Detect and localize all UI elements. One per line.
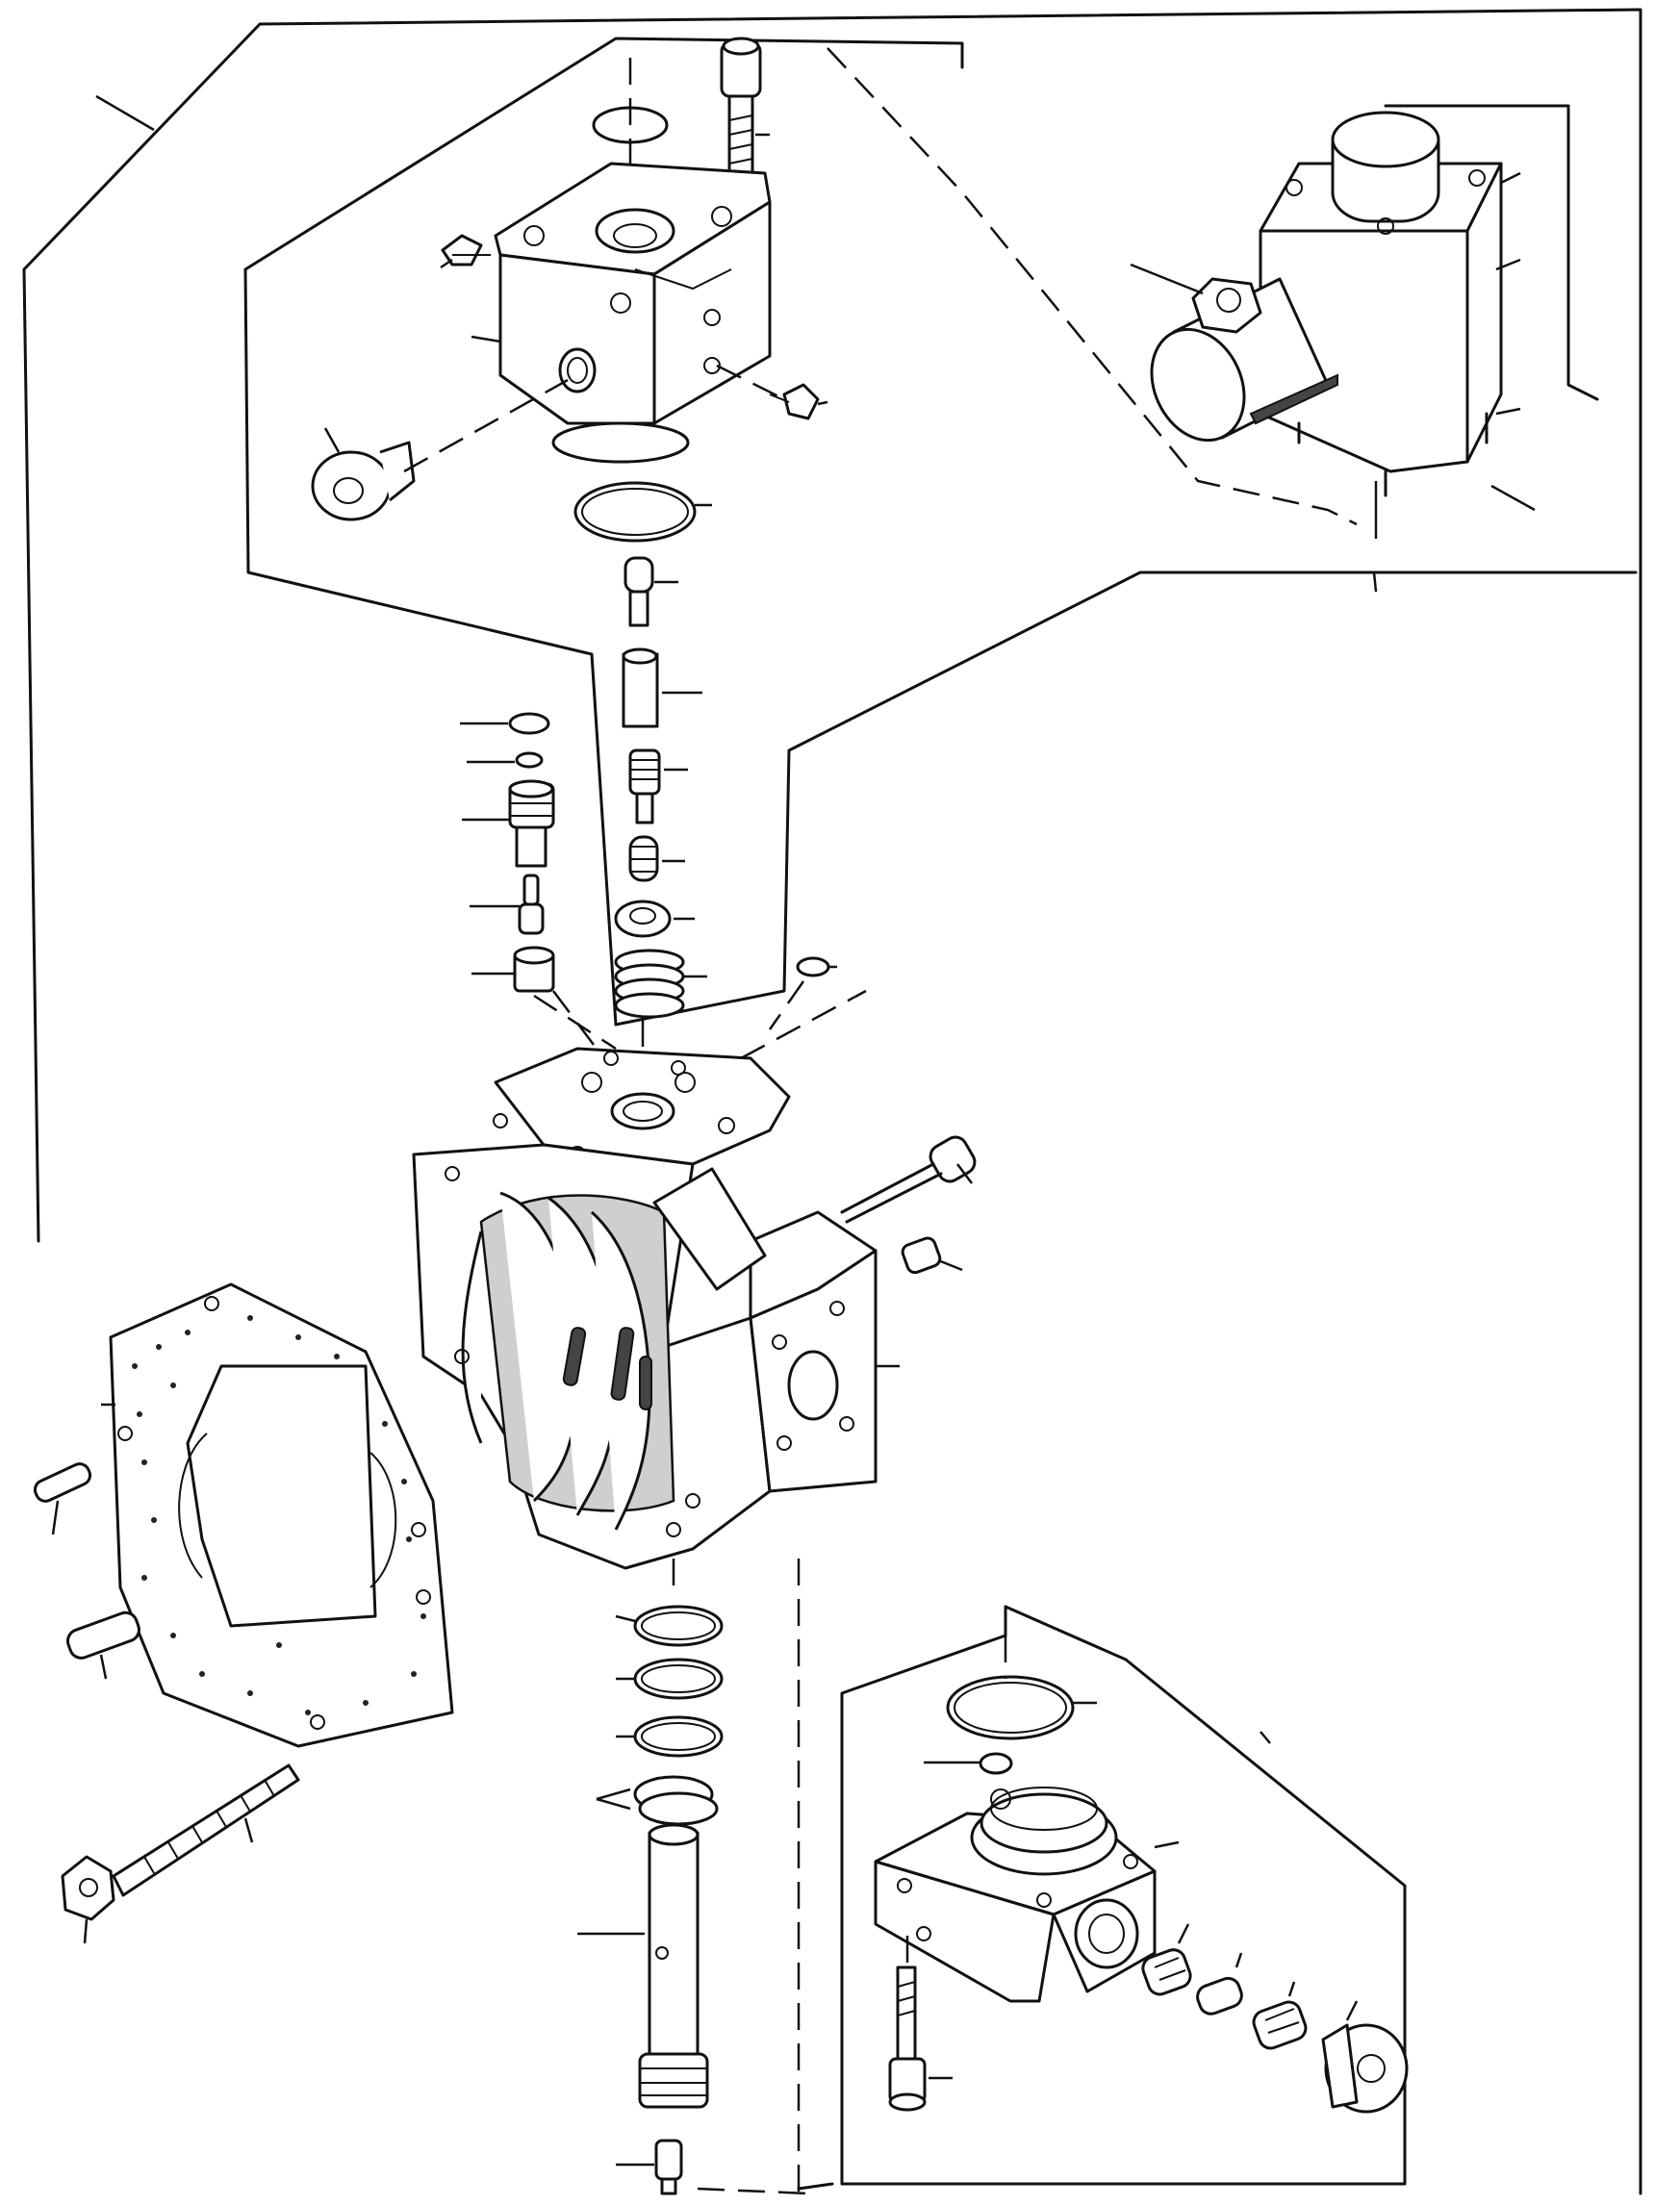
connector-lines <box>552 989 867 1060</box>
upper-valve-group-outline <box>243 37 1638 1027</box>
lower-valve-assembly <box>797 1605 1409 2191</box>
outer-assembly-outline <box>22 8 1642 2195</box>
gasket-speckle-texture <box>132 1315 426 1715</box>
gasket <box>101 1282 454 1748</box>
solenoid-assembly <box>1130 104 1599 539</box>
bolt-thread-long <box>143 1779 275 1874</box>
spool-and-springs <box>460 556 837 1106</box>
pump-housing <box>412 1047 977 1570</box>
left-loose-parts <box>33 1462 300 1944</box>
large-spring <box>614 949 685 1019</box>
lower-rings-and-shaft <box>577 1559 809 2195</box>
upper-valve-body <box>311 37 828 543</box>
